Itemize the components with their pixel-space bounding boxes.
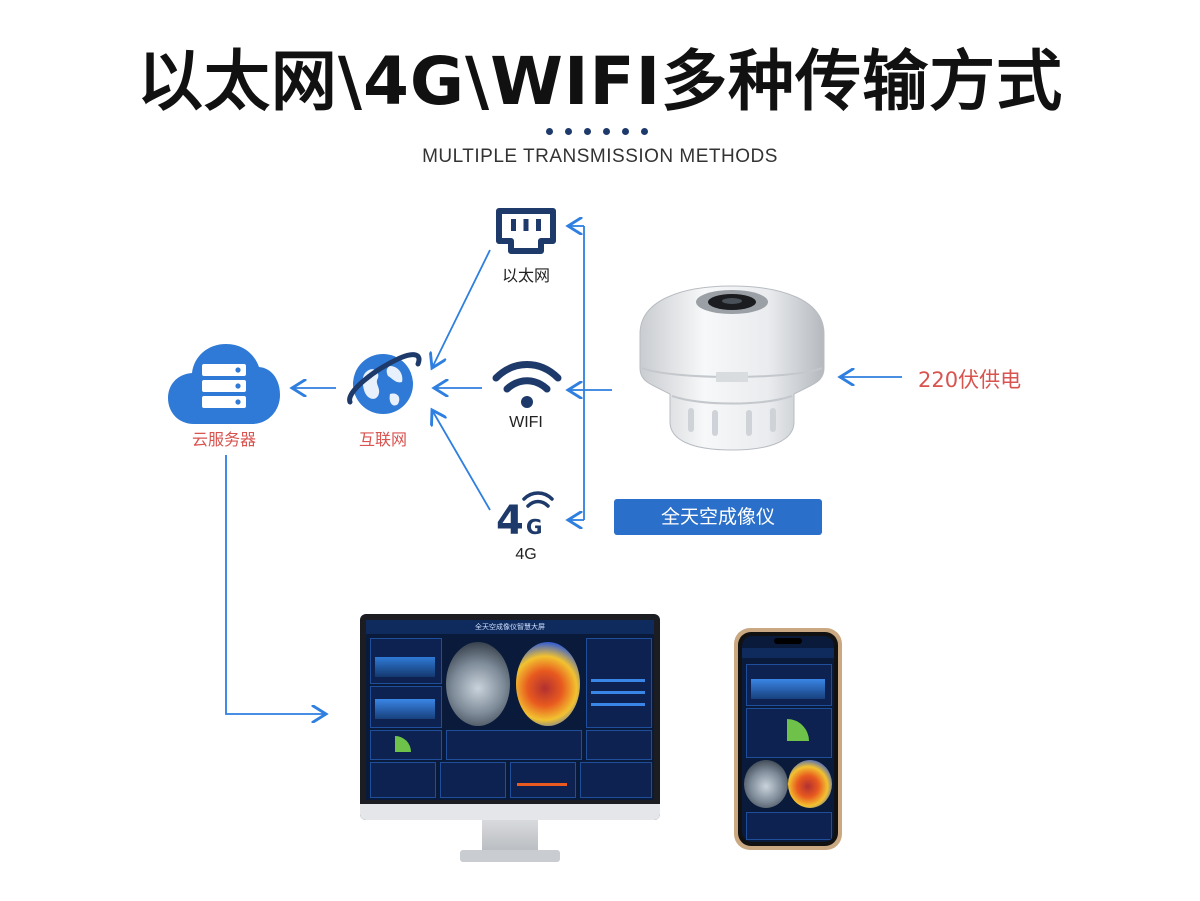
sky-imager-device [639,285,825,451]
power-label: 220伏供电 [918,368,1022,392]
sky-image [446,642,510,726]
dashboard-title: 全天空成像仪智慧大屏 [366,620,654,634]
ethernet-icon [496,208,556,254]
smartphone [734,628,842,850]
phone-screen [742,636,834,842]
cloud-server-icon [168,344,280,424]
internet-label: 互联网 [358,430,407,449]
wifi-label: WIFI [509,414,543,431]
cloud-map [516,642,580,726]
ethernet-label: 以太网 [501,266,550,285]
cloud-server-label: 云服务器 [191,430,256,449]
svg-text:4: 4 [496,498,524,540]
desktop-monitor: 全天空成像仪智慧大屏 [360,614,660,864]
svg-text:G: G [526,515,542,539]
title-dots-divider [540,120,660,135]
dashboard-screen: 全天空成像仪智慧大屏 [366,620,654,800]
globe-icon [347,352,422,414]
4g-icon: 4 G [496,491,554,540]
wifi-icon [492,361,562,408]
page-subtitle: MULTIPLE TRANSMISSION METHODS [422,146,778,167]
device-name-badge: 全天空成像仪 [614,499,822,535]
page-title: 以太网\4G\WIFI多种传输方式 [136,43,1064,120]
4g-label: 4G [515,546,537,563]
